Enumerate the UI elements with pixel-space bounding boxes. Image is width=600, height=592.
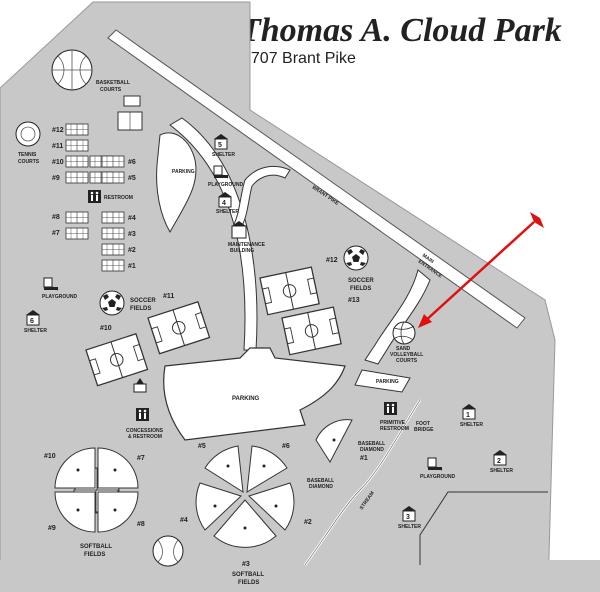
baseball-diamond-1[interactable] xyxy=(315,419,353,463)
baseball-diamond-2-label-2: DIAMOND xyxy=(309,484,333,490)
foot-bridge-label-1: FOOT xyxy=(416,421,430,427)
tennis-num-11: #11 xyxy=(52,143,63,150)
tennis-num-7: #7 xyxy=(52,230,60,237)
soccer-fields-left-label-2: FIELDS xyxy=(130,306,151,312)
shelter-5-label: SHELTER xyxy=(212,152,235,158)
shelter-4-number: 4 xyxy=(222,200,226,207)
softball-left-quads[interactable] xyxy=(54,447,139,533)
baseball-num-1: #1 xyxy=(360,455,368,462)
maintenance-building-icon xyxy=(231,221,247,239)
softball-num-8: #8 xyxy=(137,521,145,528)
soccer-ball-icon-right xyxy=(343,245,369,271)
baseball-diamond-1-label-2: DIAMOND xyxy=(360,447,384,453)
softball-num-6: #6 xyxy=(282,443,290,450)
shelter-4-label: SHELTER xyxy=(216,209,239,215)
soccer-num-12: #12 xyxy=(326,257,338,264)
concessions-icon xyxy=(133,378,147,393)
basketball-icon xyxy=(51,49,93,91)
main-parking-lot xyxy=(163,347,346,441)
softball-right-label-2: FIELDS xyxy=(238,580,259,586)
playground-left-label: PLAYGROUND xyxy=(42,294,77,300)
soccer-fields-right-label-1: SOCCER xyxy=(348,278,374,284)
concessions-label-2: & RESTROOM xyxy=(128,434,162,440)
foot-bridge-label-2: BRIDGE xyxy=(414,427,434,433)
shelter-5-number: 5 xyxy=(218,142,222,149)
tennis-courts-right[interactable] xyxy=(101,155,125,272)
softball-num-7: #7 xyxy=(137,455,145,462)
softball-num-9: #9 xyxy=(48,525,56,532)
basketball-courts-label-2: COURTS xyxy=(100,87,122,93)
concessions-label-1: CONCESSIONS xyxy=(126,428,164,434)
tennis-num-1: #1 xyxy=(128,263,136,270)
tennis-ball-icon xyxy=(15,121,41,147)
shelter-1-label: SHELTER xyxy=(460,422,483,428)
tennis-num-4: #4 xyxy=(128,215,136,222)
tennis-num-5: #5 xyxy=(128,175,136,182)
softball-icon xyxy=(152,535,184,567)
tennis-num-2: #2 xyxy=(128,247,136,254)
concessions-restroom-icon xyxy=(136,408,149,421)
softball-left-label-2: FIELDS xyxy=(84,552,105,558)
soccer-num-10: #10 xyxy=(100,325,112,332)
shelter-6-number: 6 xyxy=(30,318,34,325)
volleyball-icon xyxy=(392,321,416,345)
basketball-court-1[interactable] xyxy=(123,95,141,107)
primitive-restroom-label-1: PRIMITIVE xyxy=(380,420,406,426)
brant-pike-road xyxy=(107,29,526,329)
tennis-courts-label-2: COURTS xyxy=(18,159,40,165)
playground-top-label: PLAYGROUND xyxy=(208,182,243,188)
park-title: Thomas A. Cloud Park xyxy=(240,12,562,49)
small-parking-lot xyxy=(354,369,411,393)
primitive-restroom-icon xyxy=(384,402,397,415)
shelter-3-number: 3 xyxy=(406,514,410,521)
shelter-2-number: 2 xyxy=(497,458,501,465)
baseball-diamond-1-label-1: BASEBALL xyxy=(358,441,385,447)
parking-north-label: PARKING xyxy=(172,169,195,175)
softball-num-2: #2 xyxy=(304,519,312,526)
tennis-num-6: #6 xyxy=(128,159,136,166)
tennis-num-10: #10 xyxy=(52,159,64,166)
soccer-fields-right-label-2: FIELDS xyxy=(350,286,371,292)
softball-fields-right[interactable] xyxy=(195,445,295,548)
parking-small-label: PARKING xyxy=(376,379,399,385)
shelter-1-number: 1 xyxy=(466,412,470,419)
softball-left-label-1: SOFTBALL xyxy=(80,544,112,550)
shelter-3-label: SHELTER xyxy=(398,524,421,530)
sand-volleyball-label-2: VOLLEYBALL xyxy=(390,352,423,358)
boundary-line xyxy=(419,491,548,565)
maintenance-label-2: BUILDING xyxy=(230,248,254,254)
softball-num-4: #4 xyxy=(180,517,188,524)
tennis-num-3: #3 xyxy=(128,231,136,238)
north-parking xyxy=(156,132,197,234)
softball-right-label-1: SOFTBALL xyxy=(232,572,264,578)
shelter-2-label: SHELTER xyxy=(490,468,513,474)
restroom-label: RESTROOM xyxy=(104,195,133,201)
soccer-ball-icon-left xyxy=(99,290,125,316)
sand-volleyball-label-3: COURTS xyxy=(396,358,418,364)
maintenance-label-1: MAINTENANCE xyxy=(228,242,266,248)
tennis-num-12: #12 xyxy=(52,127,64,134)
entrance-road xyxy=(364,269,431,365)
soccer-num-13: #13 xyxy=(348,297,360,304)
entrance-arrow xyxy=(418,212,544,328)
softball-num-5: #5 xyxy=(198,443,206,450)
park-address: 4707 Brant Pike xyxy=(242,50,356,67)
tennis-courts-label-1: TENNIS xyxy=(18,152,37,158)
tennis-num-8: #8 xyxy=(52,214,60,221)
restroom-icon xyxy=(88,190,101,203)
parking-main-label: PARKING xyxy=(232,396,260,402)
baseball-diamond-2-label-1: BASEBALL xyxy=(307,478,334,484)
basketball-courts-label-1: BASKETBALL xyxy=(96,80,130,86)
tennis-num-9: #9 xyxy=(52,175,60,182)
shelter-6-label: SHELTER xyxy=(24,328,47,334)
softball-num-10: #10 xyxy=(44,453,56,460)
playground-right-label: PLAYGROUND xyxy=(420,474,455,480)
primitive-restroom-label-2: RESTROOM xyxy=(380,426,409,432)
soccer-fields-left-label-1: SOCCER xyxy=(130,298,156,304)
softball-num-3: #3 xyxy=(242,561,250,568)
soccer-num-11: #11 xyxy=(163,293,174,300)
sand-volleyball-label-1: SAND xyxy=(396,346,411,352)
loop-road xyxy=(231,165,291,233)
